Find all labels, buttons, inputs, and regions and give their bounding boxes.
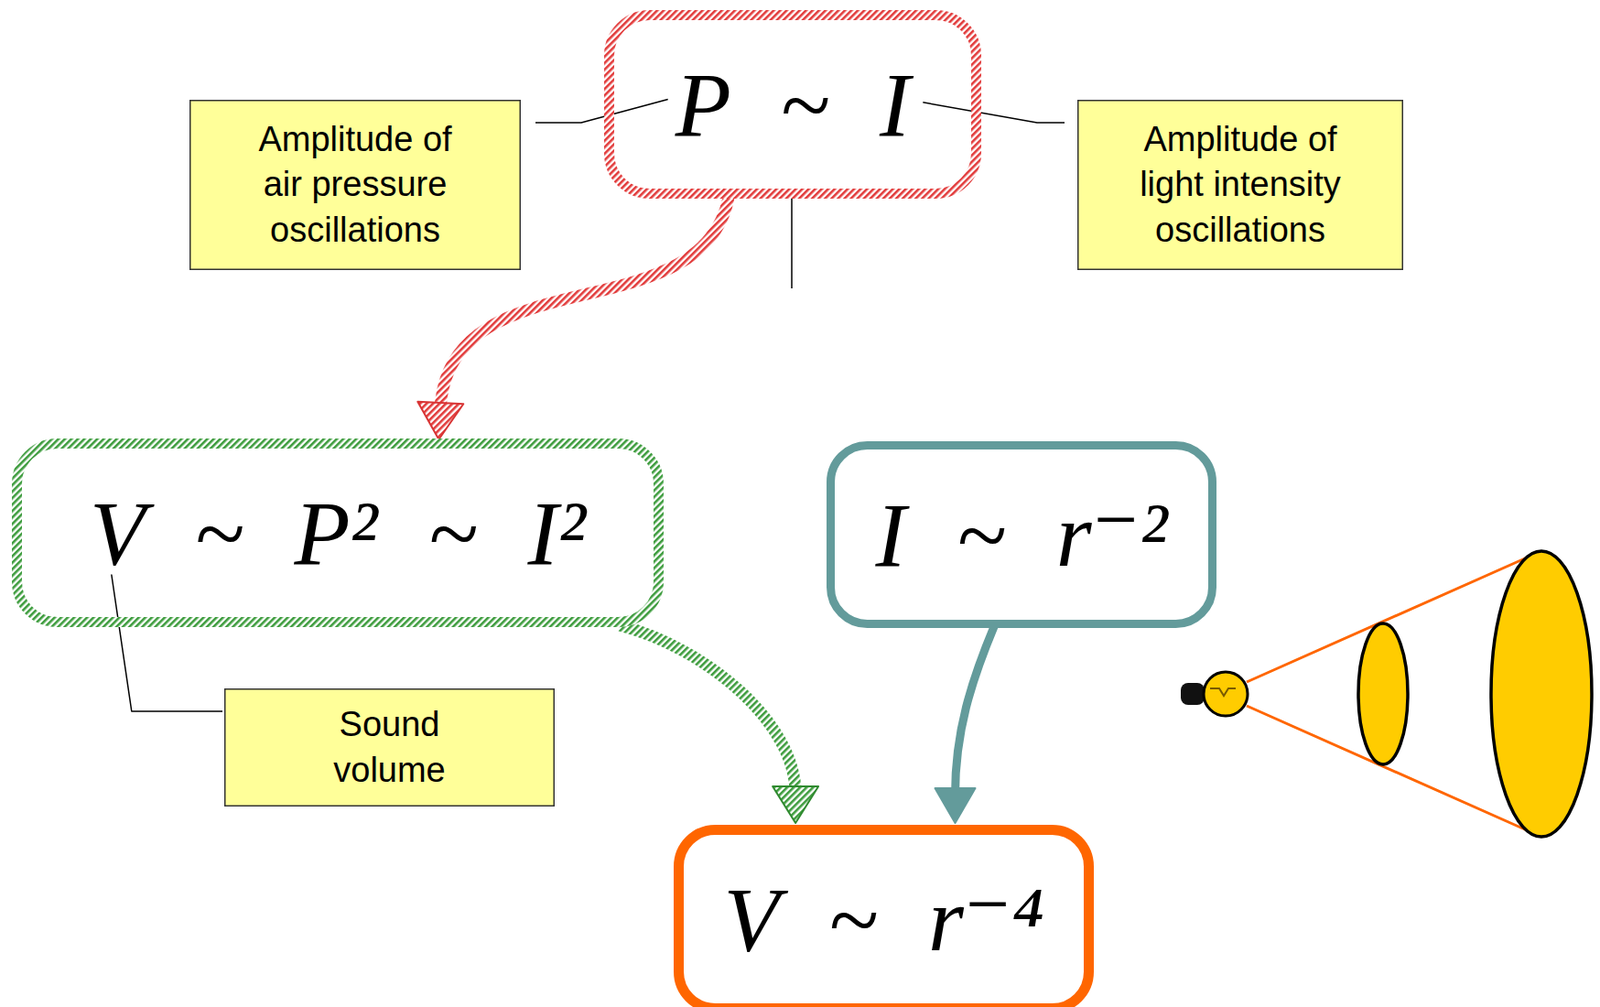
formula-text: V ~ P² ~ I²	[89, 480, 586, 586]
leader-line	[922, 102, 1065, 123]
formula-text: V ~ r⁻⁴	[724, 866, 1045, 973]
box-border	[609, 15, 977, 195]
bulb-filament	[1210, 688, 1236, 696]
box-border	[831, 445, 1213, 625]
leader-line-path	[535, 99, 669, 124]
light-bulb-cone	[1180, 551, 1592, 837]
result-box: V ~ r⁻⁴	[673, 824, 1094, 1007]
callout-box: Amplitude of air pressure oscillations	[189, 99, 521, 271]
derivation-arrow	[619, 625, 819, 823]
callout-text: Sound volume	[333, 702, 445, 793]
bulb-base	[1180, 682, 1205, 705]
box-border	[225, 689, 555, 807]
formula-text: I ~ r⁻²	[875, 482, 1168, 588]
formula-box: P ~ I	[604, 10, 982, 199]
formula-box: V ~ P² ~ I²	[11, 438, 664, 628]
derivation-arrow-path	[619, 625, 796, 794]
arrow-head	[772, 786, 819, 823]
arrow-head	[935, 788, 976, 823]
callout-box: Sound volume	[224, 688, 555, 807]
formula-text: P ~ I	[675, 52, 911, 158]
callout-box: Amplitude of light intensity oscillation…	[1077, 99, 1404, 271]
box-border	[190, 100, 521, 271]
leader-line	[111, 574, 223, 713]
leader-line-path	[922, 102, 1065, 123]
derivation-arrow	[935, 626, 995, 823]
light-disc	[1358, 623, 1408, 765]
bulb-glass	[1203, 671, 1248, 716]
leader-line	[535, 99, 669, 124]
box-border	[1078, 100, 1404, 271]
formula-box: I ~ r⁻²	[826, 441, 1217, 628]
box-border	[17, 443, 660, 623]
derivation-arrow-path	[955, 626, 995, 796]
leader-line-path	[111, 574, 223, 713]
callout-text: Amplitude of light intensity oscillation…	[1121, 117, 1360, 253]
arrow-head	[417, 401, 464, 440]
light-disc	[1491, 551, 1592, 837]
callout-text: Amplitude of air pressure oscillations	[236, 117, 475, 253]
leader-line	[790, 195, 793, 289]
box-border	[679, 830, 1090, 1007]
